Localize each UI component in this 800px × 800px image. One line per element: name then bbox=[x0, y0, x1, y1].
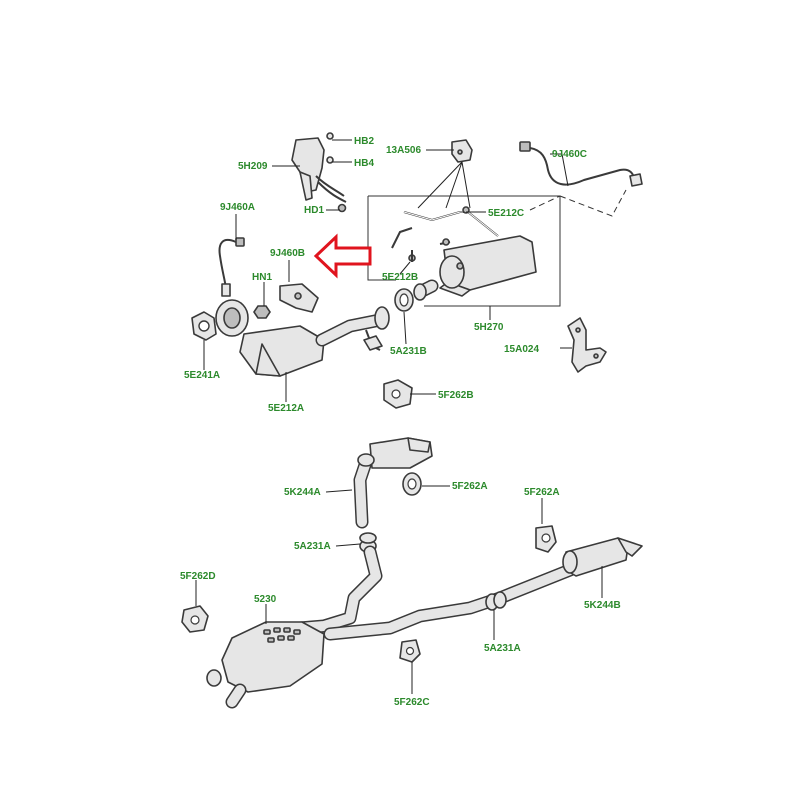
callout-5230: 5230 bbox=[254, 594, 277, 605]
sensor-dashed-link bbox=[529, 189, 627, 217]
intermediate-pipe-assembly bbox=[293, 545, 587, 641]
oxygen-sensor-9j460a bbox=[218, 237, 245, 297]
callout-5f262a-right: 5F262A bbox=[524, 487, 560, 498]
callout-5a231a-left: 5A231A bbox=[294, 541, 331, 552]
callout-5h209: 5H209 bbox=[238, 161, 268, 172]
callout-5k244b: 5K244B bbox=[584, 600, 621, 611]
heat-shield-9j460b bbox=[279, 283, 319, 313]
dpf-group-outline bbox=[368, 195, 561, 307]
silencer-5k244b bbox=[562, 537, 643, 577]
callout-9j460a: 9J460A bbox=[220, 202, 255, 213]
callout-5k244a: 5K244A bbox=[284, 487, 321, 498]
callout-5a231b: 5A231B bbox=[390, 346, 427, 357]
callout-5f262c: 5F262C bbox=[394, 697, 430, 708]
clamp-5a231a-right bbox=[485, 591, 507, 611]
callout-5e212a: 5E212A bbox=[268, 403, 304, 414]
callout-5h270: 5H270 bbox=[474, 322, 504, 333]
clamp-13a506 bbox=[451, 139, 473, 163]
silencer-5k244a bbox=[353, 437, 433, 529]
callout-5a231a-right: 5A231A bbox=[484, 643, 521, 654]
callout-5f262a-upper: 5F262A bbox=[452, 481, 488, 492]
leader-lines bbox=[195, 139, 603, 694]
callout-5f262d: 5F262D bbox=[180, 571, 216, 582]
callout-9j460c: 9J460C bbox=[552, 149, 587, 160]
callout-5f262b: 5F262B bbox=[438, 390, 474, 401]
mount-rubber-5f262c bbox=[399, 639, 421, 663]
callout-hd1: HD1 bbox=[304, 205, 324, 216]
mount-rubber-5f262a-right bbox=[535, 525, 557, 553]
callout-15a024: 15A024 bbox=[504, 344, 539, 355]
support-bracket-15a024 bbox=[567, 317, 607, 373]
mount-rubber-5f262d bbox=[181, 605, 209, 633]
mount-rubber-5f262a-upper bbox=[402, 472, 422, 496]
gasket-5e241a bbox=[191, 311, 217, 341]
mount-rubber-5f262b bbox=[363, 335, 413, 409]
converter-heat-shield-holes bbox=[263, 627, 301, 643]
dpf-canister-5h270 bbox=[413, 235, 537, 301]
nut-hn1 bbox=[253, 305, 271, 319]
oxygen-sensor-9j460c bbox=[519, 141, 643, 187]
clamp-5a231b bbox=[394, 288, 414, 312]
front-pipe-5e212a bbox=[215, 299, 390, 377]
callout-hb2: HB2 bbox=[354, 136, 374, 147]
dpf-group-outline-left bbox=[367, 196, 396, 281]
red-outline-arrow-icon bbox=[313, 233, 372, 279]
callout-hn1: HN1 bbox=[252, 272, 272, 283]
callout-5e212b: 5E212B bbox=[382, 272, 418, 283]
catalytic-converter-5230 bbox=[206, 621, 325, 709]
sensor-tube-5e212c bbox=[403, 206, 499, 237]
callout-5e212c: 5E212C bbox=[488, 208, 524, 219]
heat-shield-bracket-5h209 bbox=[291, 132, 347, 213]
callout-9j460b: 9J460B bbox=[270, 248, 305, 259]
sensor-pipe-5e212b bbox=[391, 227, 416, 262]
callout-13a506: 13A506 bbox=[386, 145, 421, 156]
callout-5e241a: 5E241A bbox=[184, 370, 220, 381]
callout-hb4: HB4 bbox=[354, 158, 374, 169]
